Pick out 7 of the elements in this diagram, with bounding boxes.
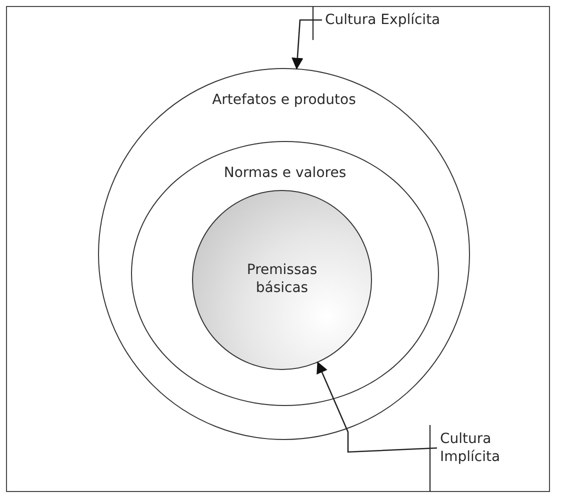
circle-label: Normas e valores bbox=[222, 164, 348, 182]
circle-label: Premissas básicas bbox=[246, 261, 318, 297]
leader-arrow bbox=[292, 19, 322, 70]
callout-text: Cultura Implícita bbox=[440, 430, 520, 466]
callout-text: Cultura Explícita bbox=[325, 11, 455, 29]
circle-label: Artefatos e produtos bbox=[211, 91, 357, 109]
leader-arrow bbox=[316, 362, 438, 453]
